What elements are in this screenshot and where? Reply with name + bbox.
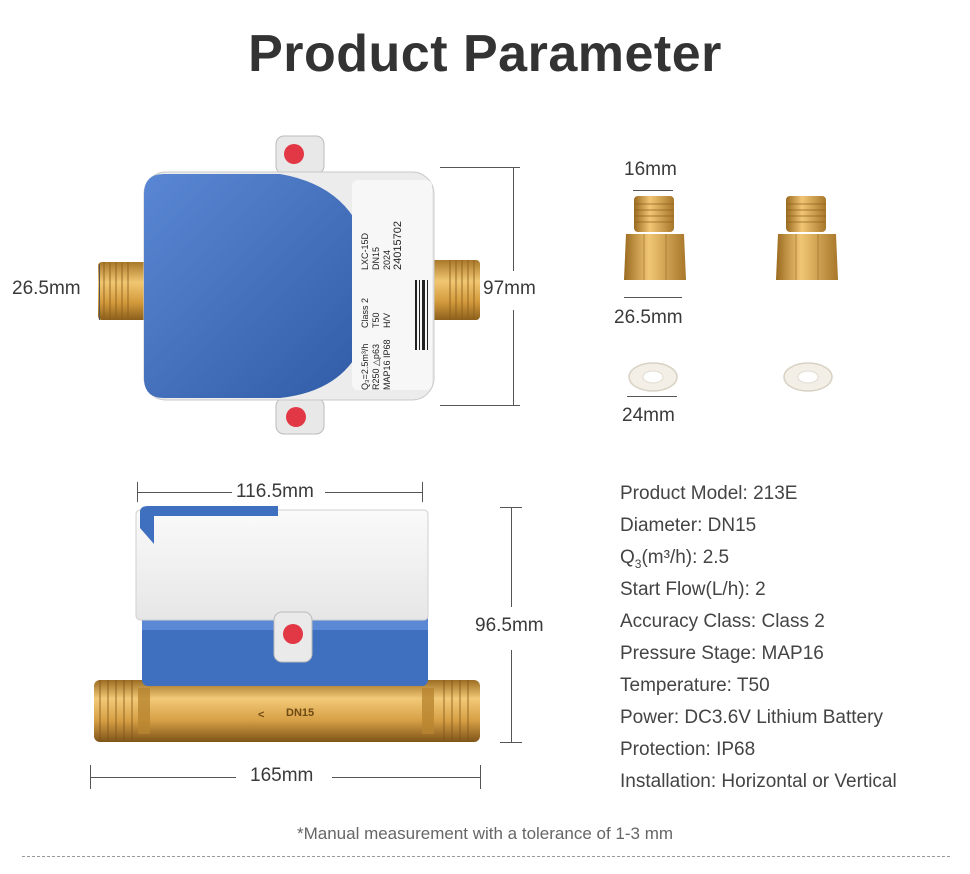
page-title: Product Parameter <box>248 25 722 83</box>
spec-value: T50 <box>736 675 770 696</box>
spec-value: Class 2 <box>761 611 825 632</box>
svg-text:<: < <box>258 709 264 721</box>
spec-label: Start Flow(L/h): <box>620 579 750 600</box>
q3-symbol: Q <box>620 547 635 568</box>
spec-label: Diameter: <box>620 515 703 536</box>
spec-row-model: Product Model: 213E <box>620 478 960 510</box>
dimension-line <box>627 396 677 397</box>
dimension-line <box>624 297 682 298</box>
spec-row-accuracy: Accuracy Class: Class 2 <box>620 606 960 638</box>
spec-row-installation: Installation: Horizontal or Vertical <box>620 766 960 798</box>
meter-top-view: LXC-15D DN15 2024 24015702 Class 2 T50 H… <box>80 130 520 440</box>
dimension-line <box>422 482 423 502</box>
spec-row-diameter: Diameter: DN15 <box>620 510 960 542</box>
dimension-line <box>633 190 673 191</box>
q3-unit: (m³/h): <box>641 547 698 568</box>
dimension-width-label: 116.5mm <box>236 481 314 502</box>
spec-value: DN15 <box>707 515 757 536</box>
footer-divider <box>22 856 950 857</box>
dimension-line <box>480 765 481 789</box>
fitting-illustration <box>776 196 838 280</box>
spec-row-start-flow: Start Flow(L/h): 2 <box>620 574 960 606</box>
spec-row-q3: Q3(m³/h): 2.5 <box>620 542 960 574</box>
spec-label: Pressure Stage: <box>620 643 757 664</box>
dimension-line <box>137 482 138 502</box>
spec-label: Accuracy Class: <box>620 611 757 632</box>
spec-value: IP68 <box>716 739 756 760</box>
meter-label-text: LXC-15D DN15 2024 24015702 Class 2 T50 H… <box>360 190 432 390</box>
nut-width-label: 26.5mm <box>614 307 683 328</box>
label-line: 24015702 <box>392 221 404 270</box>
q3-subscript: 3 <box>634 556 642 571</box>
washer-illustration <box>628 362 678 392</box>
spec-row-protection: Protection: IP68 <box>620 734 960 766</box>
dimension-line <box>513 167 514 271</box>
label-line: H/V <box>382 312 392 328</box>
dimension-height-label: 97mm <box>483 278 536 299</box>
washer-illustration <box>783 362 833 392</box>
spec-value: Horizontal or Vertical <box>721 771 897 792</box>
thread-length-label: 16mm <box>624 159 677 180</box>
fitting-illustration <box>624 196 686 280</box>
label-line: Class 2 <box>360 297 370 328</box>
spec-label: Power: <box>620 707 680 728</box>
spec-value: 2.5 <box>702 547 730 568</box>
washer-right <box>782 360 834 399</box>
spec-list: Product Model: 213E Diameter: DN15 Q3(m³… <box>620 478 960 798</box>
spec-value: 2 <box>755 579 766 600</box>
spec-value: DC3.6V Lithium Battery <box>684 707 883 728</box>
dimension-line <box>511 507 512 607</box>
spec-row-power: Power: DC3.6V Lithium Battery <box>620 702 960 734</box>
label-line: MAP16 IP68 <box>382 339 392 390</box>
dimension-line <box>440 405 520 406</box>
spec-label: Temperature: <box>620 675 732 696</box>
spec-row-temperature: Temperature: T50 <box>620 670 960 702</box>
washer-diameter-label: 24mm <box>622 405 675 426</box>
dimension-side-height-label: 96.5mm <box>475 615 544 636</box>
dimension-line <box>500 742 522 743</box>
spec-label: Protection: <box>620 739 711 760</box>
fitting-right <box>774 196 840 293</box>
spec-row-pressure: Pressure Stage: MAP16 <box>620 638 960 670</box>
spec-value: MAP16 <box>761 643 824 664</box>
label-line: DN15 <box>371 246 381 270</box>
meter-side-view-illustration: < <box>94 506 480 742</box>
dimension-line <box>137 492 232 493</box>
label-line: R250 △p63 <box>371 344 381 390</box>
label-line: T50 <box>371 312 381 328</box>
spec-value: 213E <box>753 483 798 504</box>
dimension-line <box>90 777 236 778</box>
spec-label: Q3(m³/h): <box>620 547 698 571</box>
tolerance-note: *Manual measurement with a tolerance of … <box>296 824 674 843</box>
meter-top-view-illustration <box>98 135 480 435</box>
spec-label: Installation: <box>620 771 717 792</box>
dimension-line <box>325 492 423 493</box>
dimension-line <box>513 310 514 406</box>
dimension-line <box>99 264 100 320</box>
dimension-line <box>511 650 512 742</box>
label-line: LXC-15D <box>360 232 370 270</box>
meter-side-view: < <box>88 504 488 754</box>
dimension-line <box>332 777 480 778</box>
dimension-length-label: 165mm <box>250 765 314 786</box>
label-line: Q₃=2.5m³/h <box>360 343 370 390</box>
fitting-left <box>622 196 688 293</box>
dimension-line <box>440 167 520 168</box>
spec-label: Product Model: <box>620 483 748 504</box>
dimension-inlet-label: 26.5mm <box>12 278 81 299</box>
washer-left <box>627 360 679 399</box>
pipe-marking: DN15 <box>286 707 315 719</box>
